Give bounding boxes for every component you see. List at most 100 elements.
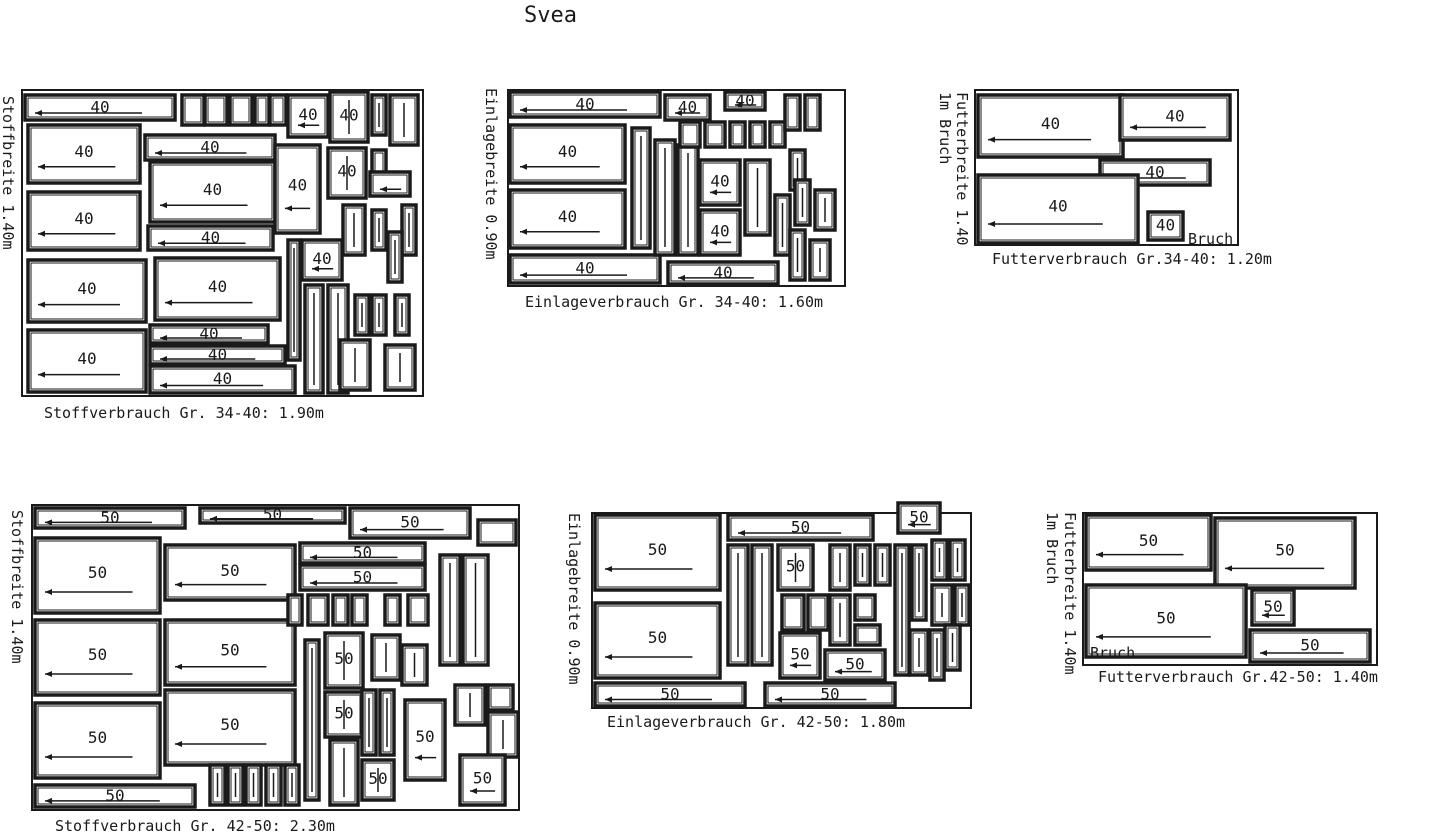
piece-outline xyxy=(1146,210,1185,242)
seam-line xyxy=(272,97,284,123)
pattern-piece xyxy=(303,638,321,802)
size-label: 50 xyxy=(660,684,679,703)
arrowhead-icon xyxy=(605,696,612,703)
pattern-piece: 40 xyxy=(723,90,767,112)
arrowhead-icon xyxy=(1096,551,1103,558)
size-label: 40 xyxy=(558,142,577,161)
pattern-piece: 40 xyxy=(26,123,142,185)
pattern-piece: 40 xyxy=(976,93,1125,159)
piece-outline xyxy=(163,688,297,767)
seam-line xyxy=(827,652,883,678)
arrowhead-icon xyxy=(415,754,422,761)
seam-line xyxy=(335,597,346,623)
bruch-label: Bruch xyxy=(1188,230,1233,248)
arrowhead-icon xyxy=(470,788,477,794)
pattern-piece: 50 xyxy=(823,648,887,682)
pattern-piece xyxy=(438,553,462,667)
arrowhead-icon xyxy=(790,662,797,669)
arrowhead-icon xyxy=(735,101,742,108)
pattern-piece: 50 xyxy=(163,543,297,602)
size-label: 40 xyxy=(710,171,729,190)
pattern-piece xyxy=(400,643,429,687)
fabric-frame xyxy=(507,89,846,287)
seam-line xyxy=(832,597,848,643)
pattern-piece xyxy=(953,583,971,627)
size-label: 40 xyxy=(203,180,222,199)
seam-line xyxy=(307,642,317,798)
pattern-piece xyxy=(910,543,928,622)
size-label: 50 xyxy=(88,645,107,664)
piece-outline xyxy=(778,631,822,680)
seam-line xyxy=(330,150,364,196)
pattern-piece xyxy=(783,93,802,132)
pattern-piece xyxy=(908,628,930,677)
seam-line xyxy=(702,162,738,203)
piece-outline xyxy=(203,93,229,127)
piece-outline xyxy=(803,93,822,132)
pattern-piece xyxy=(703,120,727,149)
arrowhead-icon xyxy=(35,110,42,116)
size-label: 50 xyxy=(100,508,119,527)
pattern-piece: 40 xyxy=(698,158,742,207)
seam-line xyxy=(1252,632,1368,660)
arrowhead-icon xyxy=(175,581,182,588)
piece-outline xyxy=(33,618,162,697)
pattern-piece xyxy=(476,518,518,547)
arrowhead-icon xyxy=(605,566,612,572)
seam-line xyxy=(357,297,367,333)
pattern-piece xyxy=(486,683,515,712)
fabric-frame xyxy=(21,89,424,397)
seam-line xyxy=(202,510,343,521)
seam-line xyxy=(817,192,833,228)
piece-outline xyxy=(853,623,882,647)
piece-outline xyxy=(853,593,877,622)
width-label: Einlagebreite 0.90m xyxy=(482,88,500,260)
arrowhead-icon xyxy=(520,228,527,235)
size-label: 50 xyxy=(473,769,492,788)
seam-line xyxy=(957,587,967,623)
seam-line xyxy=(230,767,241,803)
arrowhead-icon xyxy=(160,334,167,341)
size-label: 50 xyxy=(845,655,864,674)
bruch-label: Bruch xyxy=(1090,644,1135,662)
fabric-frame xyxy=(974,89,1239,246)
size-label: 50 xyxy=(1156,608,1175,627)
piece-outline xyxy=(476,518,518,547)
seam-line xyxy=(207,97,225,123)
pattern-piece: 50 xyxy=(1250,588,1296,627)
size-label: 50 xyxy=(820,684,839,703)
piece-outline xyxy=(228,93,254,127)
pattern-piece: 40 xyxy=(666,260,780,286)
seam-line xyxy=(934,542,945,578)
piece-outline xyxy=(678,120,702,149)
seam-line xyxy=(812,242,828,278)
seam-line xyxy=(512,94,658,115)
piece-outline xyxy=(146,224,275,252)
pattern-piece xyxy=(943,623,962,672)
piece-outline xyxy=(148,364,297,395)
seam-line xyxy=(167,547,293,598)
piece-outline xyxy=(593,601,722,680)
seam-line xyxy=(354,597,365,623)
pattern-piece: 50 xyxy=(1084,583,1248,659)
pattern-piece: 40 xyxy=(26,258,148,324)
size-label: 40 xyxy=(575,94,594,113)
pattern-piece xyxy=(370,208,388,252)
arrowhead-icon xyxy=(45,754,52,760)
seam-line xyxy=(257,97,267,123)
arrowhead-icon xyxy=(908,521,915,528)
size-label: 50 xyxy=(415,727,434,746)
pattern-piece: 50 xyxy=(323,690,365,739)
pattern-piece: 50 xyxy=(403,698,447,782)
size-label: 40 xyxy=(77,349,96,368)
piece-outline xyxy=(406,593,430,627)
pattern-piece: 40 xyxy=(326,146,368,200)
pattern-piece: 50 xyxy=(763,681,897,708)
pattern-piece: 50 xyxy=(778,631,822,680)
piece-outline xyxy=(331,593,350,627)
seam-line xyxy=(462,757,503,803)
piece-outline xyxy=(780,593,806,632)
piece-outline xyxy=(728,120,747,149)
piece-outline xyxy=(286,593,304,627)
